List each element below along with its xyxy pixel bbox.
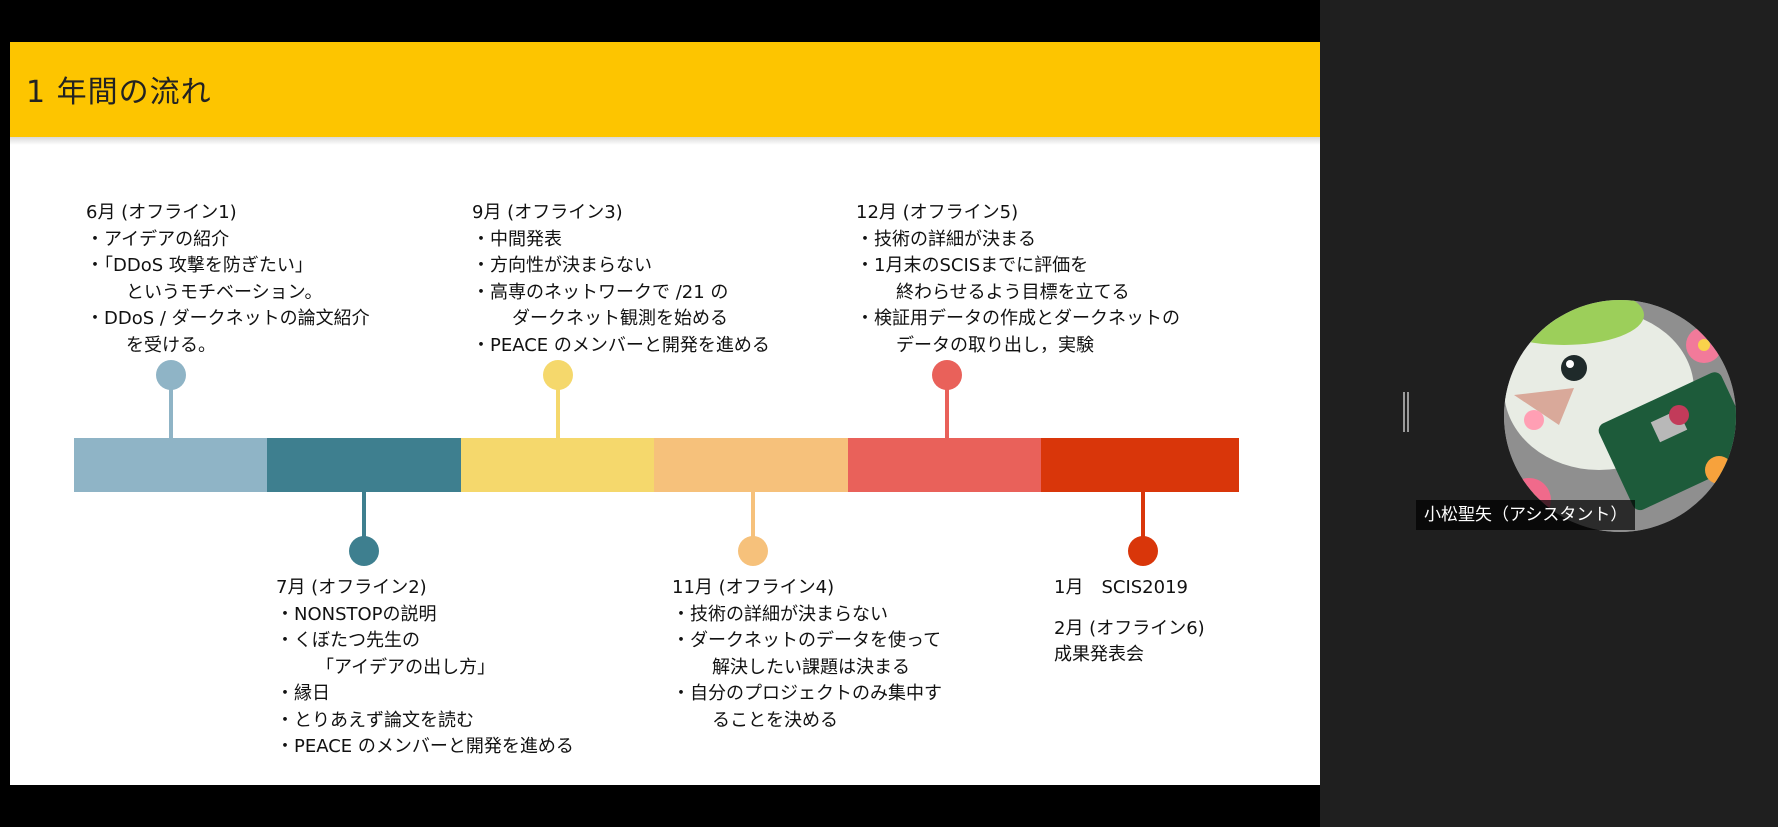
pin-stem-jan	[1141, 492, 1145, 550]
panel-resize-handle[interactable]	[1403, 392, 1409, 432]
event-line: ・自分のプロジェクトのみ集中す	[672, 683, 942, 704]
event-line: ることを決める	[712, 709, 838, 731]
slide-header: 1 年間の流れ	[10, 42, 1320, 137]
event-heading: 6月 (オフライン1)	[86, 202, 237, 223]
event-line: ・技術の詳細が決まる	[856, 228, 1036, 250]
event-line: ・とりあえず論文を読む	[276, 709, 474, 731]
event-line: ・NONSTOPの説明	[276, 603, 437, 625]
pin-dot-nov	[738, 536, 768, 566]
event-line: ダークネット観測を始める	[512, 308, 728, 329]
event-line: 終わらせるよう目標を立てる	[896, 281, 1130, 303]
pin-stem-jul	[362, 492, 366, 550]
timeline-segment-jan	[1041, 438, 1239, 492]
event-line: ・DDoS / ダークネットの論文紹介	[86, 308, 370, 329]
pin-stem-sep	[556, 376, 560, 438]
event-heading: 7月 (オフライン2)	[276, 577, 427, 598]
event-heading: 1月 SCIS2019	[1054, 577, 1188, 598]
event-line: ・PEACE のメンバーと開発を進める	[276, 736, 574, 757]
event-jun: 6月 (オフライン1) ・アイデアの紹介 ・「DDoS 攻撃を防ぎたい」 という…	[86, 200, 370, 359]
event-line: ・アイデアの紹介	[86, 228, 230, 250]
timeline-segment-jul	[267, 438, 461, 492]
event-sep: 9月 (オフライン3) ・中間発表 ・方向性が決まらない ・高専のネットワークで…	[472, 200, 770, 359]
event-line: ・高専のネットワークで /21 の	[472, 281, 729, 303]
presentation-slide: 1 年間の流れ 6	[10, 42, 1320, 785]
event-heading: 12月 (オフライン5)	[856, 202, 1019, 223]
event-line: ・PEACE のメンバーと開発を進める	[472, 334, 770, 356]
event-line: ・くぼたつ先生の	[276, 630, 420, 651]
timeline-segment-jun	[74, 438, 267, 492]
event-line: ・ダークネットのデータを使って	[672, 630, 942, 651]
event-line: 2月 (オフライン6)	[1054, 617, 1205, 639]
pin-stem-nov	[751, 492, 755, 550]
plush-photo-icon	[1504, 300, 1736, 532]
participant-name-label: 小松聖矢（アシスタント）	[1416, 500, 1636, 530]
event-line	[1054, 602, 1205, 616]
event-line: 解決したい課題は決まる	[712, 656, 910, 678]
event-line: ・技術の詳細が決まらない	[672, 603, 888, 625]
pin-dot-sep	[543, 360, 573, 390]
slide-title: 1 年間の流れ	[26, 75, 212, 110]
pin-dot-dec	[932, 360, 962, 390]
timeline-segment-dec	[848, 438, 1041, 492]
event-line: データの取り出し，実験	[896, 334, 1094, 356]
event-line: 「アイデアの出し方」	[316, 656, 496, 678]
event-jan: 1月 SCIS2019 2月 (オフライン6) 成果発表会	[1054, 575, 1205, 669]
pin-dot-jan	[1128, 536, 1158, 566]
event-heading: 9月 (オフライン3)	[472, 202, 623, 223]
event-line: ・「DDoS 攻撃を防ぎたい」	[86, 255, 313, 276]
event-line: を受ける。	[126, 334, 216, 356]
event-line: 成果発表会	[1054, 644, 1144, 665]
timeline-segment-sep	[461, 438, 654, 492]
event-line: というモチベーション。	[126, 281, 323, 303]
event-nov: 11月 (オフライン4) ・技術の詳細が決まらない ・ダークネットのデータを使っ…	[672, 575, 942, 734]
event-line: ・中間発表	[472, 228, 562, 250]
event-line: ・検証用データの作成とダークネットの	[856, 308, 1180, 329]
event-line: ・方向性が決まらない	[472, 255, 652, 276]
event-jul: 7月 (オフライン2) ・NONSTOPの説明 ・くぼたつ先生の 「アイデアの出…	[276, 575, 574, 761]
pin-dot-jul	[349, 536, 379, 566]
header-shadow	[10, 137, 1320, 145]
event-heading: 11月 (オフライン4)	[672, 577, 835, 598]
pin-stem-jun	[169, 376, 173, 438]
pin-dot-jun	[156, 360, 186, 390]
pin-stem-dec	[945, 376, 949, 438]
participant-avatar	[1504, 300, 1736, 532]
event-line: ・縁日	[276, 683, 330, 704]
event-dec: 12月 (オフライン5) ・技術の詳細が決まる ・1月末のSCISまでに評価を …	[856, 200, 1180, 359]
event-line: ・1月末のSCISまでに評価を	[856, 255, 1089, 276]
shared-screen: 1 年間の流れ 6	[0, 0, 1320, 827]
timeline-segment-nov	[654, 438, 848, 492]
